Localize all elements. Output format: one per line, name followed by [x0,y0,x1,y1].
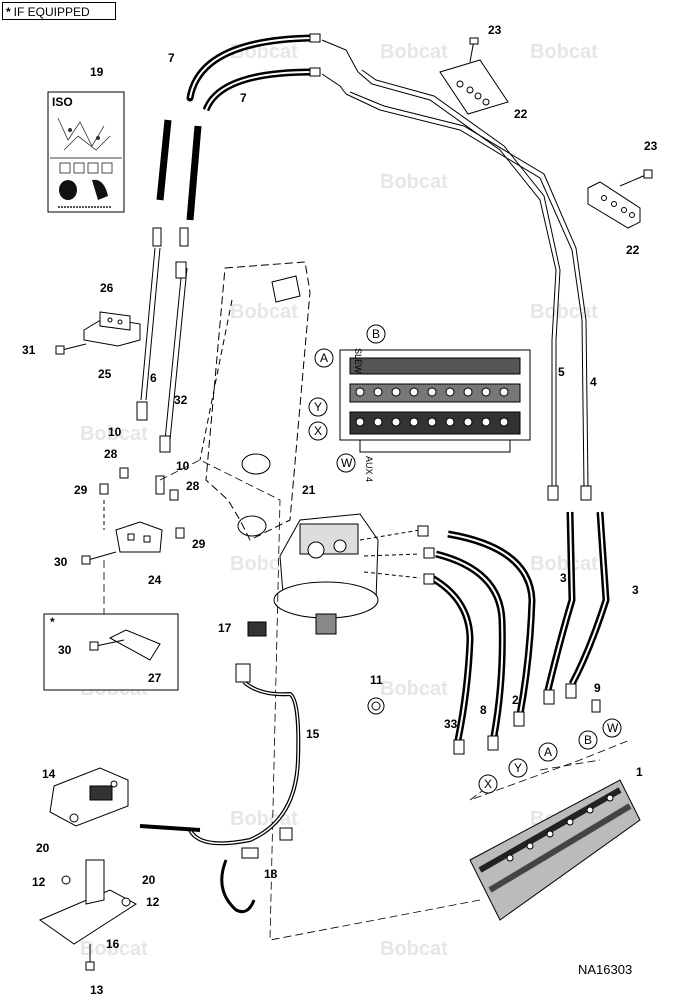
watermark-3: Bobcat [530,41,598,63]
port-w-lower: W [607,721,619,735]
hoses-lower [417,511,610,755]
if-equipped-text: IF EQUIPPED [13,5,90,19]
watermark-7: Bobcat [80,423,148,445]
callout-19: 19 [90,65,104,79]
watermark-6: Bobcat [230,301,298,323]
callout-1: 1 [636,765,643,779]
optional-item-box: * [43,613,179,691]
callout-20: 20 [36,841,50,855]
callout-9: 9 [594,681,601,695]
port-b-lower: B [584,733,592,747]
callout-22: 22 [514,107,528,121]
callout-21: 21 [302,483,316,497]
watermark-15: Bobcat [80,938,148,960]
port-a-lower: A [544,745,552,759]
watermark-14: Bobcat [380,938,448,960]
iso-decal-card: ISO [47,91,125,213]
callout-30: 30 [54,555,68,569]
watermark-11: Bobcat [380,678,448,700]
watermark-4: Bobcat [380,171,448,193]
slew-label: SLEW [353,348,363,374]
optional-star: * [6,5,11,19]
clamp-11 [367,697,385,715]
callout-15: 15 [306,727,320,741]
callout-23: 23 [644,139,658,153]
bracket-24 [81,467,185,565]
callout-4: 4 [590,375,597,389]
watermarks: Bobcat Bobcat Bobcat Bobcat Bobcat Bobca… [80,41,598,960]
mount-bracket-25-26 [55,311,141,355]
callout-7: 7 [168,51,175,65]
port-y-upper: Y [314,400,322,414]
port-circles [308,324,622,794]
callout-16: 16 [106,937,120,951]
callout-13: 13 [90,983,104,997]
callout-27: 27 [148,671,162,685]
dashed-leaders [103,459,631,941]
callout-22: 22 [626,243,640,257]
callout-29: 29 [74,483,88,497]
callout-31: 31 [22,343,36,357]
port-a-upper: A [320,351,328,365]
port-y-lower: Y [514,761,522,775]
watermark-1: Bobcat [380,41,448,63]
optional-box-star: * [50,615,55,629]
watermark-5: Bobcat [530,301,598,323]
steel-tubes-4-5 [321,39,592,501]
control-valve-upper [339,349,531,453]
callout-28: 28 [186,479,200,493]
watermark-9: Bobcat [530,553,598,575]
bracket-22-lower [587,169,653,229]
port-b-upper: B [372,327,380,341]
port-x-lower: X [484,777,492,791]
callout-24: 24 [148,573,162,587]
callout-11: 11 [370,673,383,687]
port-x-upper: X [314,424,322,438]
boom-arm-outline [199,261,311,541]
callout-labels: 7 7 19 23 22 23 22 26 31 25 6 32 5 4 10 … [22,23,658,997]
callout-23: 23 [488,23,502,37]
callout-17: 17 [218,621,232,635]
port-labels: A B Y X W B W A Y X [314,327,619,791]
callout-5: 5 [558,365,565,379]
port-w-upper: W [341,456,353,470]
callout-3: 3 [632,583,639,597]
tubes-6-32 [136,247,188,453]
drawing-number: NA16303 [578,962,633,977]
bracket-16 [38,859,137,971]
callout-25: 25 [98,367,112,381]
callout-33: 33 [444,717,458,731]
iso-title: ISO [52,95,73,109]
callout-3: 3 [560,571,567,585]
if-equipped-note: *IF EQUIPPED [2,2,116,20]
callout-14: 14 [42,767,56,781]
main-valve-1 [469,779,641,921]
callout-10: 10 [176,459,190,473]
callout-7: 7 [240,91,247,105]
callout-26: 26 [100,281,114,295]
motor-21 [273,513,421,635]
callout-20: 20 [142,873,156,887]
hoses-7 [152,33,321,247]
callout-29: 29 [192,537,206,551]
callout-32: 32 [174,393,188,407]
callout-18: 18 [264,867,278,881]
watermark-12: Bobcat [230,808,298,830]
aux4-label: AUX 4 [364,456,374,482]
controller-14 [49,767,129,827]
callout-10: 10 [108,425,122,439]
callout-12: 12 [32,875,46,889]
callout-2: 2 [512,693,519,707]
callout-28: 28 [104,447,118,461]
wire-harness-15 [139,621,301,914]
callout-12: 12 [146,895,160,909]
callout-6: 6 [150,371,157,385]
callout-8: 8 [480,703,487,717]
bracket-22-upper [439,37,509,115]
callout-30: 30 [58,643,72,657]
